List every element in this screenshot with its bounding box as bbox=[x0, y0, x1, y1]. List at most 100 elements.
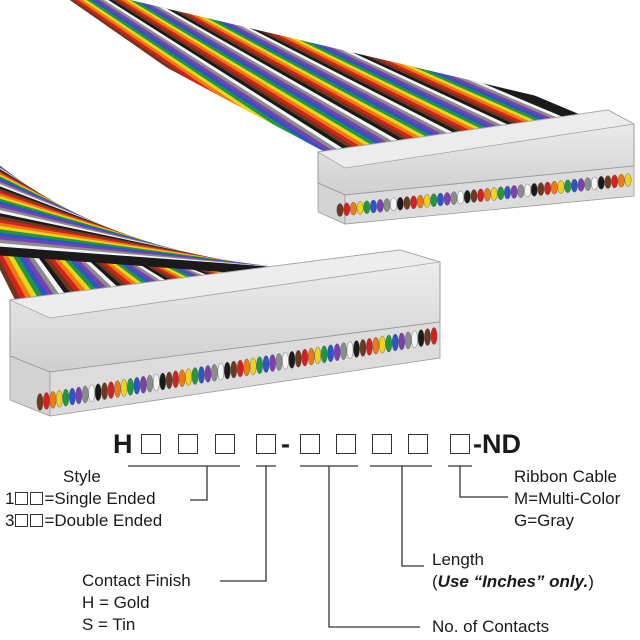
wire-end bbox=[524, 183, 531, 198]
wire-end bbox=[320, 345, 328, 364]
wire-end bbox=[146, 374, 154, 393]
wire-end bbox=[114, 380, 121, 398]
wire-end bbox=[424, 328, 431, 346]
wire-end bbox=[191, 367, 199, 385]
wire-end bbox=[450, 191, 458, 205]
wire-end bbox=[550, 180, 558, 195]
wire-end bbox=[385, 334, 393, 353]
length-title: Length bbox=[432, 550, 484, 569]
wire-end bbox=[370, 199, 377, 214]
ribbon-wire bbox=[0, 28, 51, 342]
wire-end bbox=[571, 178, 578, 193]
wire-end bbox=[256, 356, 263, 374]
style-title: Style bbox=[63, 467, 101, 486]
wire-end bbox=[411, 330, 418, 348]
length-note-bold: Use “Inches” only. bbox=[437, 572, 589, 591]
wire-end bbox=[624, 173, 632, 187]
connector-top-wire-ends bbox=[336, 173, 632, 217]
wire-end bbox=[343, 202, 351, 217]
wire-end bbox=[94, 383, 102, 401]
wire-end bbox=[483, 187, 491, 202]
blank-box-icon bbox=[15, 514, 29, 527]
wire-end bbox=[43, 392, 50, 410]
wire-end bbox=[307, 347, 315, 366]
wire-end bbox=[172, 370, 179, 388]
wire-end bbox=[383, 198, 391, 212]
connector-top bbox=[316, 109, 636, 225]
wire-end bbox=[544, 181, 552, 196]
wire-end bbox=[391, 333, 399, 352]
wire-end bbox=[517, 184, 525, 198]
part-number-prefix: H bbox=[113, 429, 133, 459]
wire-end bbox=[504, 185, 511, 200]
ribbon-wire bbox=[0, 28, 83, 337]
wire-end bbox=[49, 391, 57, 409]
wire-end bbox=[204, 365, 212, 383]
wire-end bbox=[127, 378, 134, 396]
part-number-dash: - bbox=[281, 429, 290, 459]
wire-end bbox=[537, 182, 545, 196]
wire-end bbox=[372, 337, 380, 355]
wire-end bbox=[398, 332, 406, 351]
callout-lines bbox=[128, 465, 508, 628]
wire-end bbox=[230, 360, 238, 379]
wire-end bbox=[530, 183, 538, 197]
wire-end bbox=[349, 201, 357, 216]
wire-end bbox=[577, 178, 585, 192]
wire-end bbox=[611, 174, 619, 189]
style-double-text: =Double Ended bbox=[44, 511, 163, 530]
part-number-box-7 bbox=[372, 434, 392, 454]
wire-end bbox=[417, 329, 425, 347]
wire-end bbox=[107, 381, 115, 399]
wire-end bbox=[165, 371, 173, 390]
cable-multi: M=Multi-Color bbox=[514, 489, 621, 508]
part-number-box-9 bbox=[450, 434, 470, 454]
wire-end bbox=[75, 386, 83, 405]
contacts-title: No. of Contacts bbox=[432, 617, 550, 636]
style-double: 3 =Double Ended bbox=[5, 510, 162, 532]
ribbon-wire bbox=[0, 28, 44, 342]
style-single-code: 1 bbox=[5, 489, 15, 508]
wire-end bbox=[178, 369, 186, 387]
wire-end bbox=[81, 385, 89, 404]
wire-end bbox=[198, 366, 205, 384]
finish-tin: S = Tin bbox=[82, 615, 136, 634]
wire-end bbox=[416, 194, 424, 209]
wire-end bbox=[211, 364, 218, 382]
ribbon-wire bbox=[0, 28, 64, 340]
wire-end bbox=[617, 173, 625, 188]
wire-end bbox=[249, 357, 257, 375]
wire-end bbox=[243, 358, 250, 377]
connector-bottom bbox=[8, 249, 441, 417]
style-single: 1=Single Ended bbox=[5, 488, 156, 510]
cable-title: Ribbon Cable bbox=[514, 467, 618, 486]
part-number-box-2 bbox=[178, 434, 198, 454]
style-double-code: 3 bbox=[5, 511, 15, 530]
wire-end bbox=[301, 348, 309, 367]
wire-end bbox=[510, 185, 518, 199]
part-number-box-8 bbox=[408, 434, 428, 454]
wire-end bbox=[340, 342, 347, 360]
part-number-box-5 bbox=[300, 434, 320, 454]
wire-end bbox=[490, 187, 498, 201]
wire-end bbox=[185, 368, 192, 386]
wire-end bbox=[366, 338, 373, 356]
wire-end bbox=[236, 359, 244, 378]
wire-end bbox=[376, 199, 384, 213]
wire-end bbox=[437, 192, 444, 207]
wire-end bbox=[62, 388, 70, 407]
wire-end bbox=[159, 372, 167, 391]
wire-end bbox=[282, 352, 289, 370]
wire-end bbox=[56, 390, 63, 408]
wire-end bbox=[430, 193, 438, 207]
wire-end bbox=[470, 189, 478, 203]
blank-box-icon bbox=[30, 514, 44, 527]
part-number-box-6 bbox=[336, 434, 356, 454]
wire-end bbox=[275, 353, 283, 371]
wire-end bbox=[346, 341, 354, 359]
wire-end bbox=[604, 175, 612, 189]
wire-end bbox=[140, 375, 147, 394]
wire-end bbox=[564, 179, 572, 193]
part-number-box-4 bbox=[256, 434, 276, 454]
part-number-box-1 bbox=[141, 434, 161, 454]
